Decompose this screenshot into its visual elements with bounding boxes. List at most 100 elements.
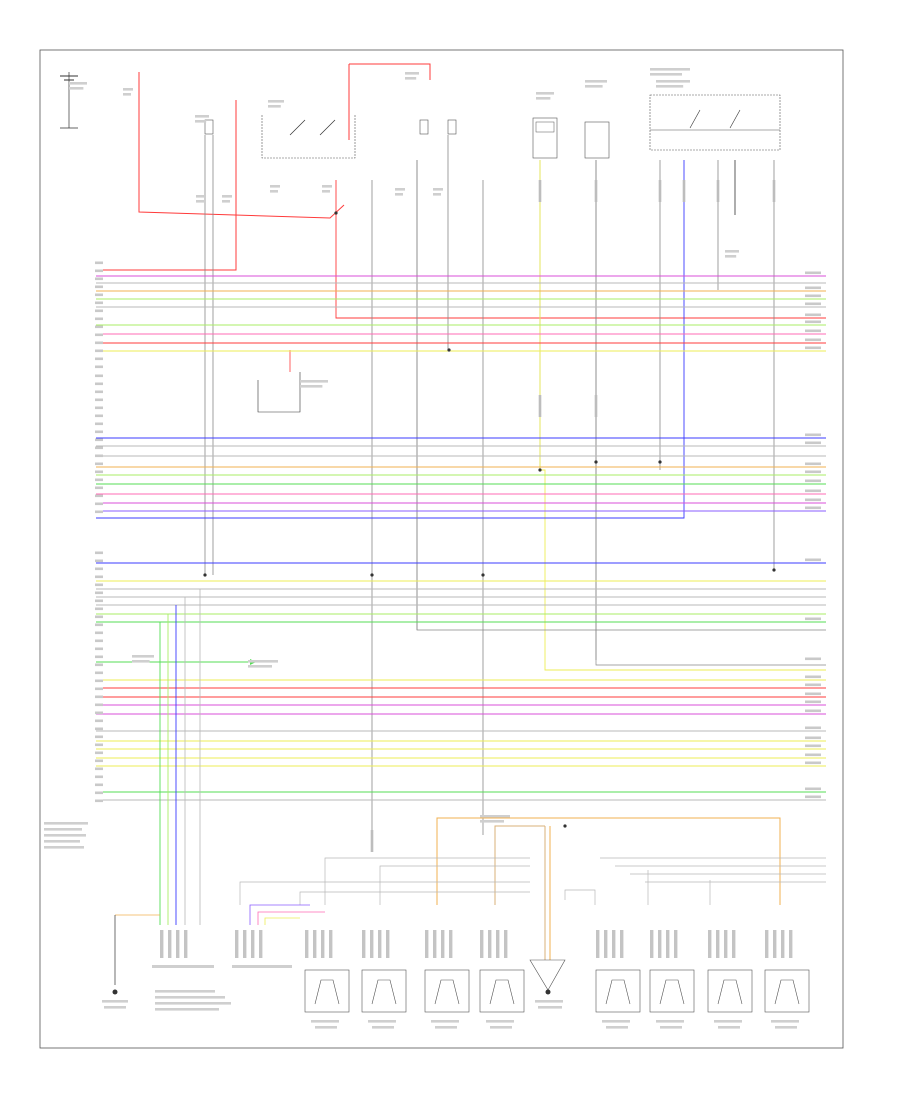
connector-block-1-wires [96,275,826,512]
connector-pin [480,930,484,958]
red-feed-wire [96,100,237,271]
coil-label [311,1020,339,1023]
coil-label [718,1026,740,1029]
pin-label [95,735,103,739]
coil-symbol [605,979,631,1005]
connector-pin [386,930,390,958]
connector-pin [488,930,492,958]
component-label [222,200,230,203]
pink-feed-wire [257,911,325,925]
connector-pin [496,930,500,958]
component-label [656,85,684,88]
connector-pin [781,930,785,958]
coil-label [714,1020,742,1023]
component-label [270,190,278,193]
coil-label [435,1026,457,1029]
sensor-module-left [532,117,558,159]
pin-label [95,727,103,731]
gray-bus-wire [299,891,530,905]
pin-label [95,775,103,779]
connector-pin [765,930,769,958]
vertical-wire-label [772,180,776,202]
connector-pin [160,930,164,958]
pin-label [95,462,103,466]
red-fuse-loop-wire [349,63,431,80]
splice-dot [447,348,451,352]
connector-pin [313,930,317,958]
pin-label [805,709,821,713]
pin-label [95,551,103,555]
coil-label [775,1026,797,1029]
pin-label [95,341,103,345]
coil-body [304,969,350,1013]
pin-label [95,478,103,482]
pin-label [95,799,103,803]
component-label [248,665,272,668]
coil-symbol [774,979,800,1005]
vertical-wire-label [538,180,542,202]
component-label [725,250,739,253]
component-label [433,188,443,191]
yellow-feed-wire [264,917,300,925]
splice-dot [594,460,598,464]
pin-label [95,309,103,313]
pin-label [95,743,103,747]
orange-bus-wire [436,817,781,905]
pin-label [95,583,103,587]
component-label [102,1000,128,1003]
ignition-coil-8 [764,969,810,1029]
pin-label [805,657,821,661]
coil-label [606,1026,628,1029]
vertical-wire-label [716,180,720,202]
coil-symbol [717,979,743,1005]
splice-dot [481,573,485,577]
yellow-sensor-wire [539,160,826,671]
pin-label [805,795,821,799]
pin-label [95,502,103,506]
connector-pin [251,930,255,958]
component-label [538,1006,562,1009]
ignition-coil-6 [649,969,695,1029]
coil-label [431,1020,459,1023]
connector-pin [674,930,678,958]
component-label [222,195,232,198]
component-label [132,655,154,658]
pin-label [95,357,103,361]
violet-feed-wire [249,904,310,925]
pin-label [805,329,821,333]
pin-label [805,675,821,679]
component-label [725,255,737,258]
coil-label [372,1026,394,1029]
pin-label [95,301,103,305]
pin-label [805,470,821,474]
gray-sensor-wire [595,160,826,666]
splice-connector [529,959,566,991]
pin-label [805,744,821,748]
component-label [123,88,133,91]
coil-label [660,1026,682,1029]
pin-label [95,695,103,699]
pin-labels [95,261,821,803]
pin-label [95,470,103,474]
pin-label [805,617,821,621]
component-label [248,660,278,663]
gray-bus-wire [239,881,530,905]
component-label [480,820,504,823]
battery-symbol [60,72,78,129]
pin-label [805,271,821,275]
pin-label [95,671,103,675]
pin-label [805,558,821,562]
component-label [196,200,204,203]
pin-label [95,398,103,402]
splice-dot [334,211,338,215]
component-label [155,1002,231,1005]
pin-label [805,294,821,298]
hot-at-all-times-fuse-block [204,115,457,159]
gray-bus-wire [564,889,596,905]
component-label [268,105,281,108]
vertical-wire-label [682,180,686,202]
component-label [536,97,551,100]
coil-symbol [489,979,515,1005]
